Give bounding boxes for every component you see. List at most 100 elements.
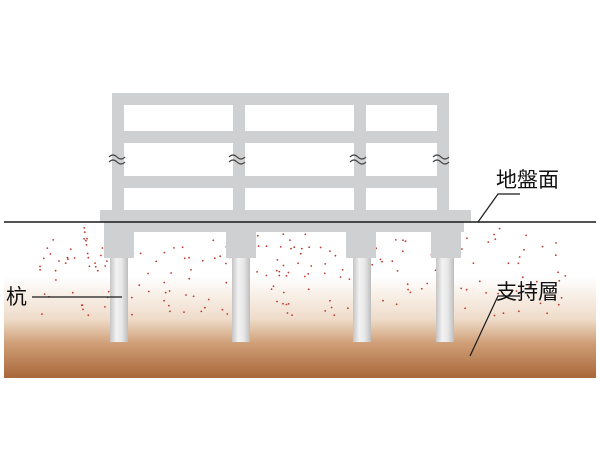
soil-dot bbox=[131, 313, 133, 316]
soil-dot bbox=[406, 283, 409, 286]
soil-dot bbox=[515, 290, 518, 292]
soil-dot bbox=[434, 269, 437, 272]
soil-dot bbox=[560, 297, 563, 299]
frame-column-1 bbox=[112, 93, 124, 215]
soil-dot bbox=[329, 299, 331, 302]
soil-dot bbox=[497, 292, 499, 295]
ground-surface-label: 地盤面 bbox=[496, 168, 559, 192]
soil-dot bbox=[130, 296, 133, 299]
soil-dot bbox=[285, 303, 288, 306]
soil-dot bbox=[276, 259, 279, 261]
soil-dot bbox=[485, 292, 487, 294]
footing-2 bbox=[226, 222, 256, 258]
ground-surface-leader-line bbox=[477, 193, 520, 223]
soil-dot bbox=[163, 299, 166, 302]
soil-dot bbox=[87, 314, 90, 317]
soil-dot bbox=[52, 239, 55, 241]
soil-dot bbox=[265, 274, 268, 277]
soil-dot bbox=[163, 251, 166, 254]
soil-dot bbox=[64, 262, 67, 264]
soil-dot bbox=[307, 288, 310, 291]
soil-dot bbox=[289, 239, 291, 242]
soil-dot bbox=[86, 237, 88, 240]
soil-dot bbox=[256, 271, 258, 273]
soil-dot bbox=[73, 257, 76, 259]
soil-dot bbox=[391, 260, 394, 263]
soil-dot bbox=[557, 271, 559, 274]
soil-dot bbox=[226, 313, 229, 315]
pile-3 bbox=[353, 258, 371, 342]
soil-dot bbox=[181, 246, 184, 249]
soil-dot bbox=[278, 274, 281, 277]
soil-dot bbox=[381, 260, 383, 263]
soil-dot bbox=[213, 257, 216, 260]
soil-dot bbox=[300, 247, 303, 250]
soil-dot bbox=[66, 256, 69, 259]
soil-dot bbox=[493, 314, 496, 317]
soil-dot bbox=[521, 276, 524, 279]
frame-beam-2 bbox=[112, 131, 449, 143]
soil-dot bbox=[85, 244, 88, 246]
foundation-beam bbox=[104, 222, 464, 232]
soil-dot bbox=[502, 312, 505, 315]
soil-dot bbox=[334, 254, 337, 257]
soil-dot bbox=[212, 239, 215, 242]
soil-dot bbox=[339, 276, 342, 278]
soil-dot bbox=[204, 306, 206, 309]
footing-1 bbox=[104, 222, 134, 258]
soil-dot bbox=[541, 245, 544, 248]
building-frame bbox=[100, 93, 471, 258]
soil-dot bbox=[138, 284, 141, 287]
soil-dot bbox=[190, 269, 192, 271]
soil-dot bbox=[518, 310, 520, 313]
soil-dot bbox=[188, 277, 191, 280]
soil-dot bbox=[287, 303, 290, 305]
soil-dot bbox=[407, 288, 409, 291]
soil-dot bbox=[82, 308, 84, 311]
soil-dot bbox=[287, 271, 290, 274]
soil-dot bbox=[310, 265, 313, 267]
soil-dot bbox=[80, 304, 83, 307]
pile-label: 杭 bbox=[6, 285, 27, 309]
soil-dot bbox=[329, 250, 331, 253]
soil-dot bbox=[279, 246, 282, 248]
soil-dot bbox=[168, 290, 171, 292]
soil-dot bbox=[85, 239, 87, 242]
soil-dot bbox=[225, 262, 227, 265]
soil-dot bbox=[557, 303, 560, 306]
soil-dot bbox=[185, 294, 187, 296]
break-mark-icon bbox=[349, 154, 367, 165]
soil-dot bbox=[308, 246, 311, 249]
break-mark-icon bbox=[228, 154, 246, 165]
soil-dot bbox=[564, 275, 567, 277]
soil-dot bbox=[401, 250, 404, 253]
soil-dot bbox=[546, 312, 548, 315]
soil-dot bbox=[409, 291, 412, 294]
soil-dot bbox=[101, 247, 104, 249]
soil-dot bbox=[107, 290, 110, 293]
soil-dot bbox=[528, 287, 531, 290]
soil-dot bbox=[55, 279, 57, 281]
soil-dot bbox=[147, 272, 150, 275]
soil-dot bbox=[461, 248, 463, 250]
soil-dot bbox=[94, 262, 96, 264]
soil-dot bbox=[88, 265, 91, 268]
soil-dot bbox=[404, 240, 407, 243]
soil-dot bbox=[221, 308, 224, 311]
soil-dot bbox=[319, 246, 322, 249]
soil-dot bbox=[207, 298, 210, 301]
soil-dot bbox=[173, 247, 175, 249]
soil-dot bbox=[282, 264, 285, 267]
soil-dot bbox=[394, 239, 397, 241]
soil-dot bbox=[379, 258, 382, 261]
soil-dot bbox=[286, 312, 289, 314]
soil-dot bbox=[520, 285, 522, 288]
soil-dot bbox=[83, 238, 85, 240]
soil-dot bbox=[49, 253, 52, 255]
soil-dot bbox=[43, 293, 46, 295]
break-mark-icon bbox=[432, 154, 450, 165]
soil-dot bbox=[518, 256, 521, 258]
soil-dot bbox=[487, 241, 490, 244]
soil-dot bbox=[139, 252, 142, 255]
